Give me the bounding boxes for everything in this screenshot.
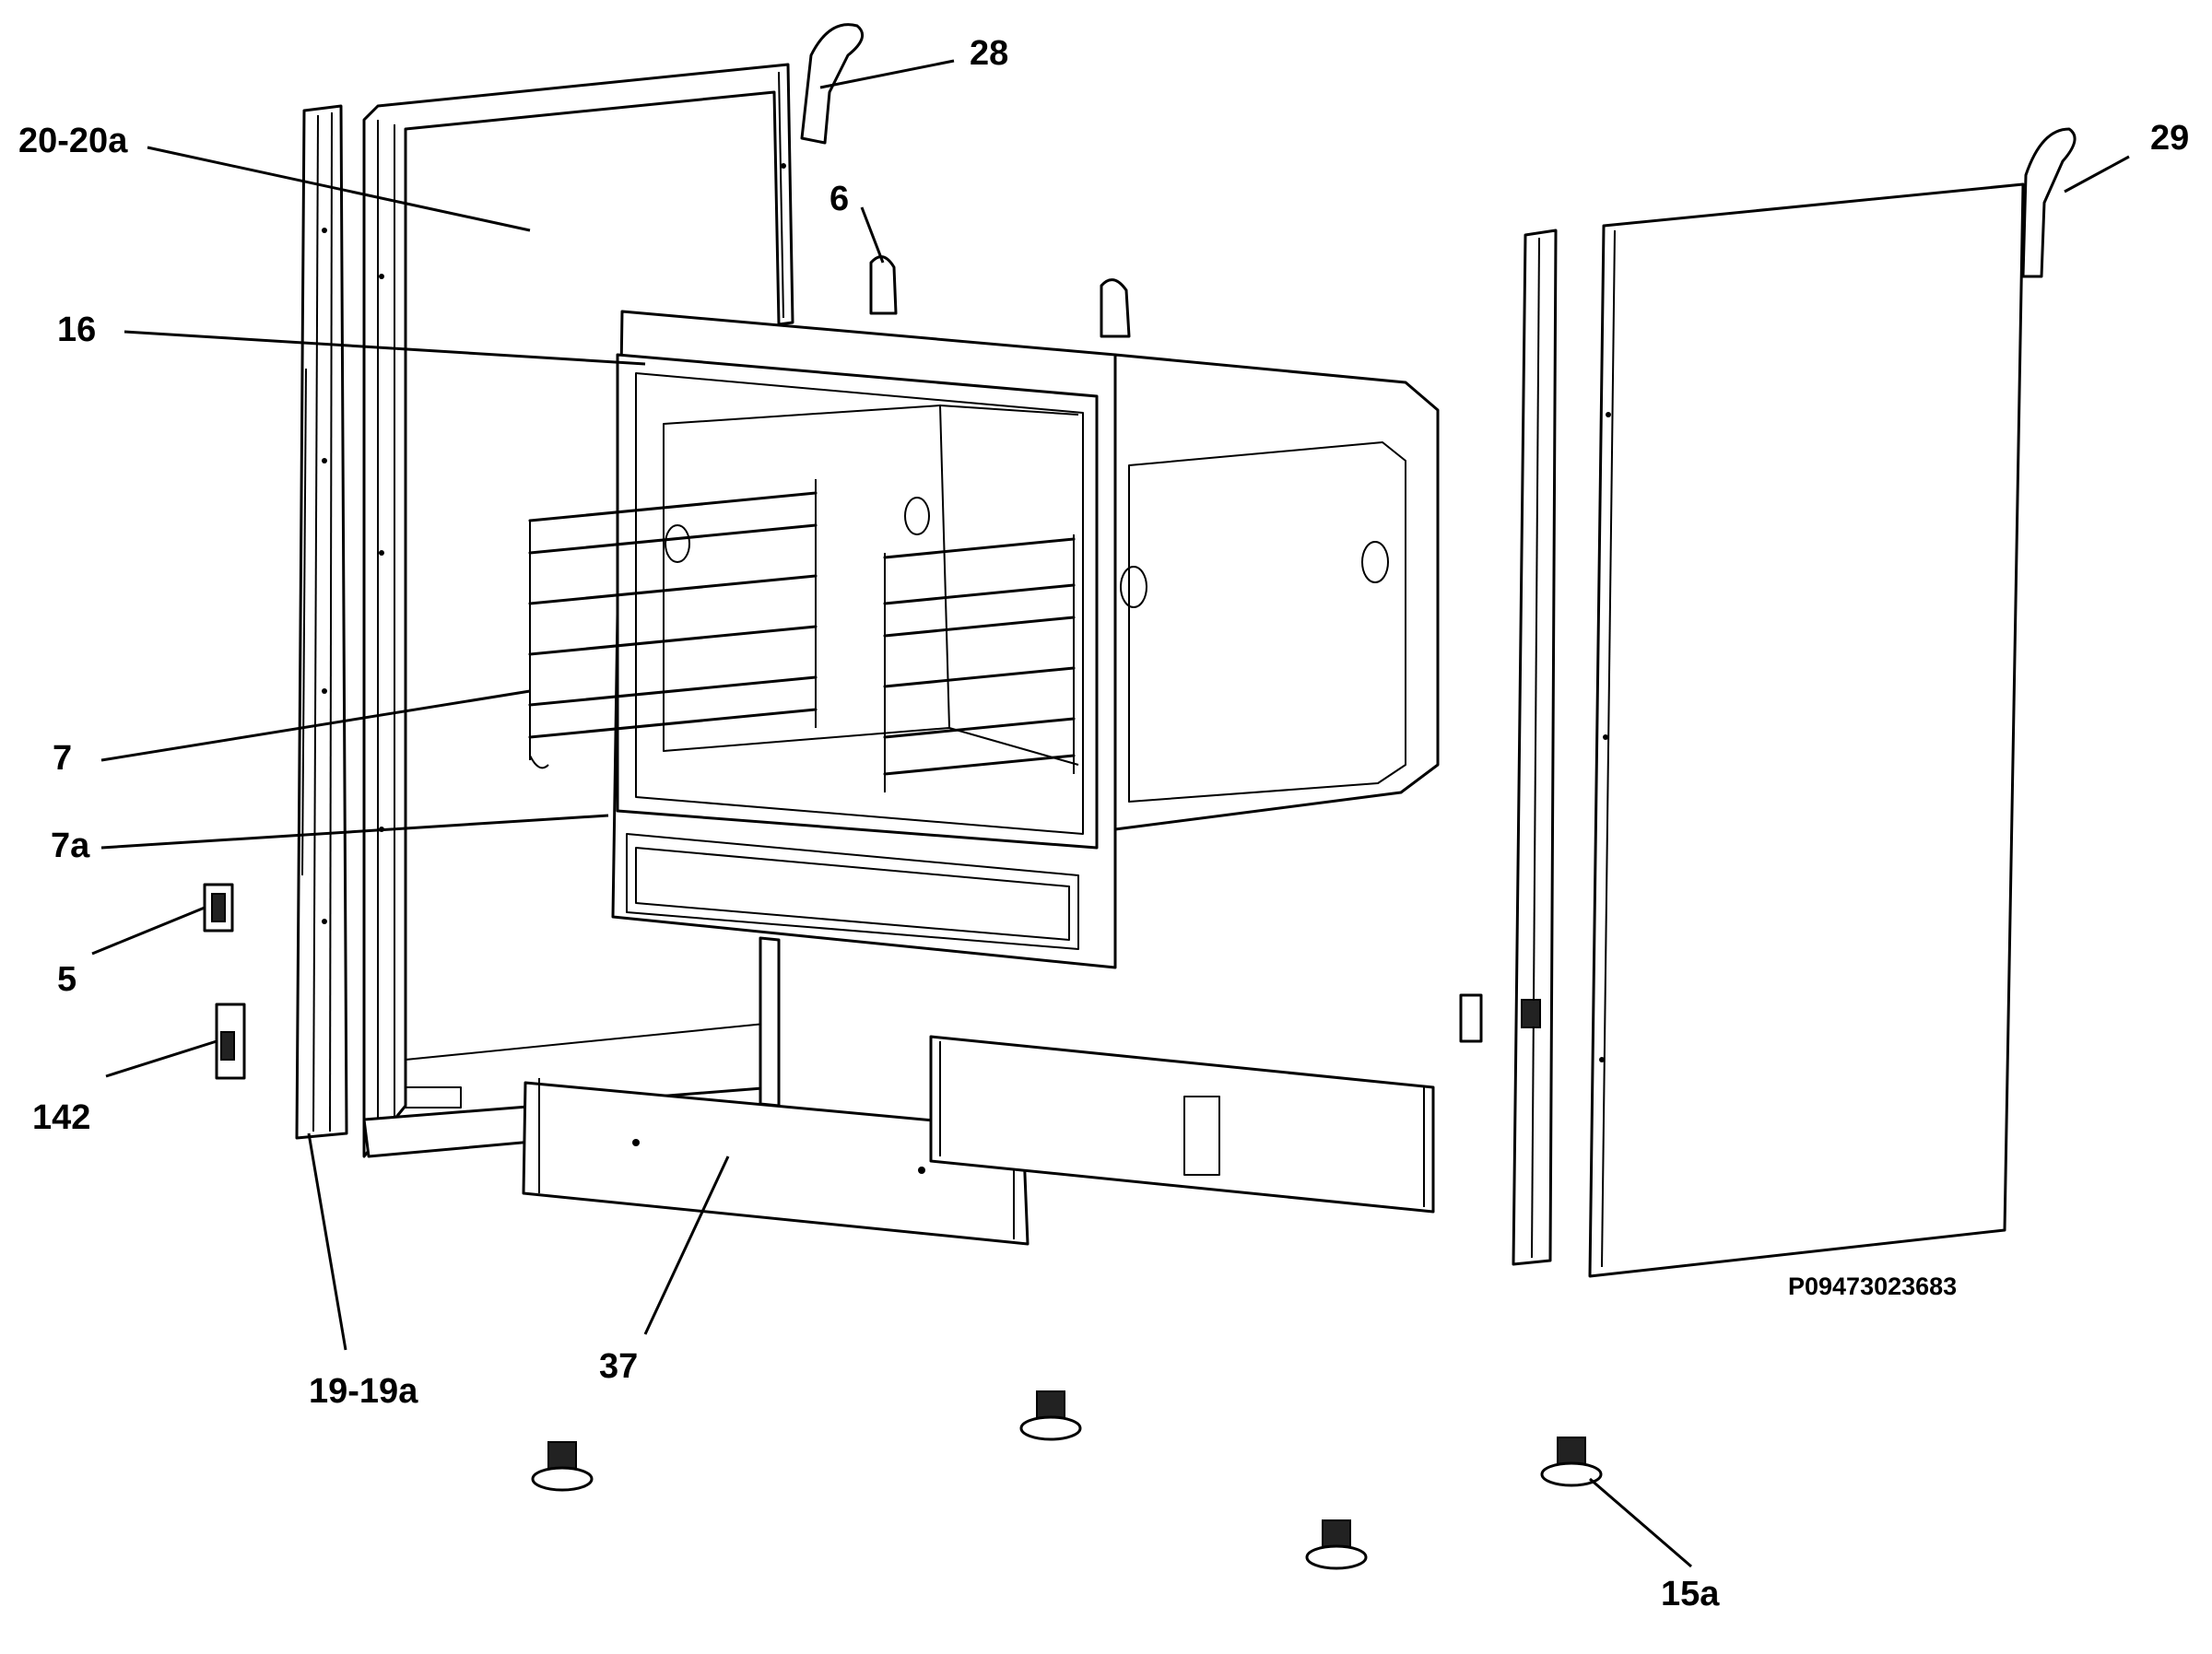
adjustable-foot <box>1019 1390 1082 1441</box>
callout-15a: 15a <box>1661 1575 1720 1613</box>
callout-labels: 28 20-20a 29 6 16 7 7a 5 142 19-19a 37 1… <box>18 34 2189 1613</box>
side-rail-left <box>295 104 348 1140</box>
part-bracket-142 <box>215 1003 246 1080</box>
side-rail-right <box>1459 229 1558 1266</box>
callout-20-20a: 20-20a <box>18 122 128 160</box>
leader-lines <box>91 59 2130 1568</box>
kick-plate-rear <box>929 1035 1435 1214</box>
callout-6: 6 <box>830 180 849 218</box>
drawing-number: P09473023683 <box>1788 1273 1957 1300</box>
oven-cavity <box>611 310 1440 969</box>
adjustable-foot <box>1540 1437 1603 1487</box>
shelf-rack-right <box>883 534 1076 792</box>
shelf-rack-left <box>528 479 818 769</box>
callout-19-19a: 19-19a <box>309 1372 418 1411</box>
side-panel-right <box>1588 182 2025 1278</box>
callout-28: 28 <box>970 34 1008 73</box>
kick-plate-front <box>522 1078 1030 1246</box>
adjustable-foot <box>1305 1519 1368 1570</box>
part-bracket-5 <box>203 883 234 933</box>
clip-pair <box>869 255 1131 338</box>
hinge-top-right <box>2021 127 2077 278</box>
callout-37: 37 <box>599 1347 638 1386</box>
callout-29: 29 <box>2150 119 2189 158</box>
callout-7a: 7a <box>51 827 90 865</box>
callout-16: 16 <box>57 311 96 349</box>
callout-7: 7 <box>53 739 72 778</box>
center-post <box>759 936 781 1108</box>
callout-5: 5 <box>57 960 76 999</box>
adjustable-foot <box>531 1441 594 1492</box>
callout-142: 142 <box>32 1098 90 1137</box>
hinge-top-left <box>800 23 865 145</box>
